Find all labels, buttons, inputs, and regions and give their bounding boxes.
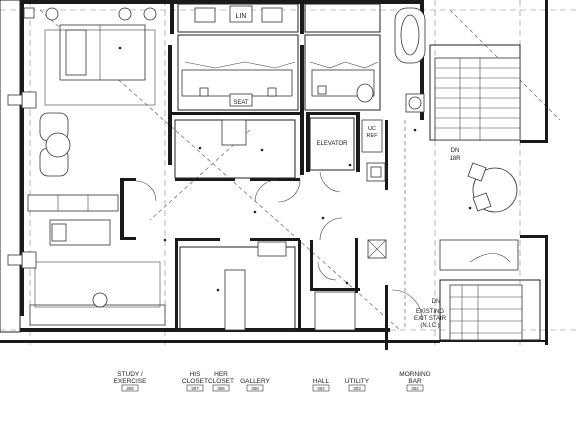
linen-area: LIN	[45, 5, 283, 23]
room-tag-label: CLOSET	[182, 378, 208, 385]
treadmill	[49, 219, 111, 246]
elevator-label: ELEVATOR	[316, 141, 348, 147]
bath-fixtures	[309, 7, 426, 113]
dn-18r-label-2: 18R	[449, 156, 461, 162]
room-tag-label: HER	[214, 371, 228, 378]
detail-dots	[118, 46, 472, 292]
room-tag-label: HIS	[190, 371, 202, 378]
room-tag-number: 305	[126, 386, 134, 391]
exit-stair-label-2: EXIT STAIR	[414, 316, 447, 322]
ref-label: REF	[367, 133, 379, 139]
room-tag-number: 307	[191, 386, 199, 391]
elevator: ELEVATOR UC REF	[316, 119, 386, 182]
exit-stair-label-3: (N.I.C.)	[420, 323, 439, 329]
dn-label: DN	[432, 299, 441, 305]
exit-stair: DN EXISTING EXIT STAIR (N.I.C.)	[414, 284, 523, 341]
closet-interior	[221, 119, 287, 331]
room-tag-morning-bar: MORNING BAR 302	[399, 371, 431, 392]
bed	[44, 24, 156, 106]
uc-label: UC	[368, 126, 376, 132]
room-tag-number: 302	[411, 386, 419, 391]
room-tag-gallery: GALLERY 308	[240, 378, 271, 392]
dressing-area: SEAT	[181, 61, 296, 107]
room-tag-label: HALL	[313, 378, 330, 385]
room-tag-utility: UTILITY 303	[345, 378, 370, 392]
room-tag-number: 304	[317, 386, 325, 391]
room-tag-number: 306	[217, 386, 225, 391]
seat-label: SEAT	[233, 100, 249, 106]
sofa	[27, 194, 119, 212]
room-tag-number: 308	[251, 386, 259, 391]
room-tag-hall: HALL 304	[312, 378, 330, 392]
room-tag-label: MORNING	[399, 371, 430, 378]
room-tag-label: BAR	[408, 378, 422, 385]
study-desk	[29, 261, 166, 326]
main-stair: DN 18R	[434, 57, 521, 162]
room-tag-label: STUDY /	[117, 371, 143, 378]
room-tag-label: GALLERY	[240, 378, 271, 385]
room-tag-label: UTILITY	[345, 378, 370, 385]
room-tag-label: EXERCISE	[114, 378, 148, 385]
morning-bar-furniture	[439, 162, 519, 271]
room-tag-label: CLOSET	[208, 378, 234, 385]
room-tag-his-closet: HIS CLOSET 307	[182, 371, 208, 392]
exit-stair-label-1: EXISTING	[416, 309, 444, 315]
lounge-chairs	[39, 112, 71, 177]
walls	[0, 0, 548, 350]
left-columns	[7, 7, 37, 269]
room-tag-her-closet: HER CLOSET 306	[208, 371, 234, 392]
room-tag-number: 303	[353, 386, 361, 391]
lin-label: LIN	[236, 13, 247, 20]
dn-18r-label-1: DN	[451, 148, 460, 154]
door-swings	[135, 171, 423, 321]
room-tag-study-exercise: STUDY / EXERCISE 305	[114, 371, 148, 392]
utility-fixtures	[314, 239, 387, 331]
